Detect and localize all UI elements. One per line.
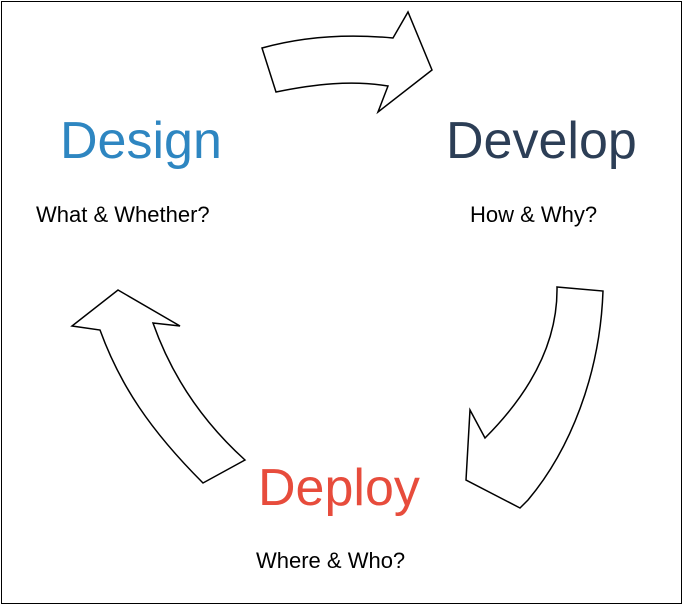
deploy-question: Where & Who? — [256, 548, 406, 573]
deploy-title: Deploy — [258, 459, 420, 517]
develop-title: Develop — [446, 112, 637, 170]
design-title: Design — [60, 112, 222, 170]
arrow-deploy-to-design — [70, 289, 247, 484]
arrow-develop-to-deploy — [465, 286, 604, 509]
arrow-design-to-develop — [261, 10, 433, 115]
design-question: What & Whether? — [36, 202, 210, 227]
develop-question: How & Why? — [470, 202, 598, 227]
